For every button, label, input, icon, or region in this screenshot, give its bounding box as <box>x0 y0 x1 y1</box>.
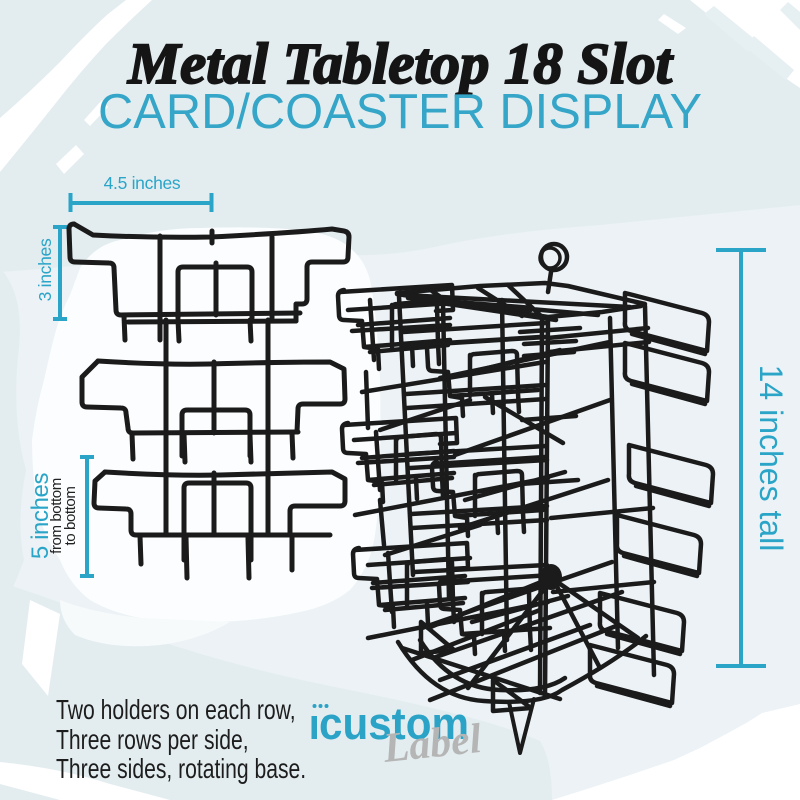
svg-text:Three sides, rotating base.: Three sides, rotating base. <box>56 754 306 784</box>
svg-text:14 inches tall: 14 inches tall <box>753 365 789 552</box>
svg-text:5 inches: 5 inches <box>27 473 54 560</box>
svg-text:Two holders on each row,: Two holders on each row, <box>56 695 296 725</box>
svg-text:Label: Label <box>380 716 484 772</box>
svg-text:to bottom: to bottom <box>62 487 79 546</box>
svg-text:CARD/COASTER DISPLAY: CARD/COASTER DISPLAY <box>98 85 702 139</box>
svg-text:from bottom: from bottom <box>48 478 65 554</box>
svg-text:Metal Tabletop 18 Slot: Metal Tabletop 18 Slot <box>127 31 674 96</box>
svg-text:3 inches: 3 inches <box>35 238 55 301</box>
svg-text:custom: custom <box>319 698 469 749</box>
svg-text:4.5 inches: 4.5 inches <box>104 173 181 193</box>
svg-text:Three rows per side,: Three rows per side, <box>56 725 249 755</box>
